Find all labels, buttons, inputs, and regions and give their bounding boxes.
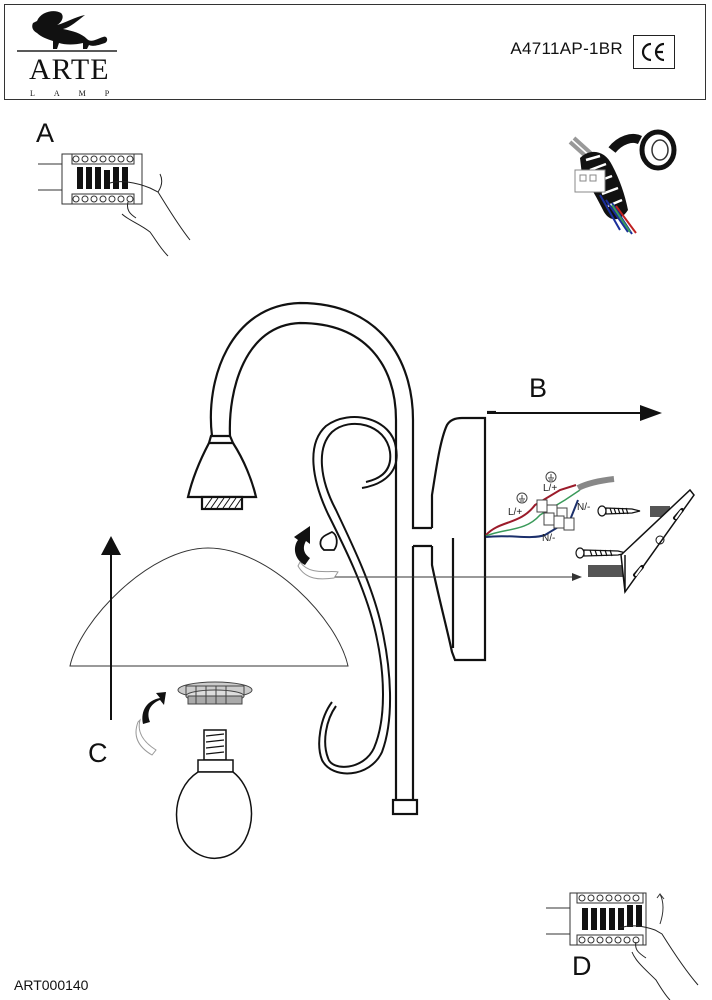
- screw-icon-2: [575, 547, 627, 559]
- article-code: ART000140: [14, 977, 89, 993]
- brand-subtitle: LAMP: [30, 89, 129, 98]
- ce-icon: [641, 42, 665, 62]
- guide-arrow-icon: [332, 573, 582, 581]
- earth-symbol-icon: [516, 471, 557, 504]
- wall-lamp-body-icon: [186, 301, 496, 816]
- ce-mark: [633, 35, 675, 69]
- terminal-block-icon: L/+ L/+ N/- N/-: [485, 471, 615, 544]
- wire-label-neutral-2: N/-: [542, 533, 555, 544]
- direction-arrow-b-icon: [487, 405, 662, 421]
- step-label-a: A: [36, 118, 55, 148]
- step-label-d: D: [572, 951, 592, 981]
- wire-label-live-1: L/+: [543, 483, 557, 494]
- step-label-c: C: [88, 738, 108, 768]
- insulating-tape-icon: [568, 129, 677, 235]
- breaker-panel-a-icon: [38, 153, 191, 257]
- light-bulb-icon: [175, 729, 253, 859]
- document-header: ARTE LAMP A4711AP-1BR: [4, 4, 706, 100]
- glass-shade-icon: [69, 536, 349, 720]
- brand-name: ARTE: [29, 53, 110, 86]
- rotate-arrow-c-icon: [135, 692, 166, 756]
- rotate-arrow-icon: [294, 526, 339, 580]
- model-number: A4711AP-1BR: [510, 39, 623, 58]
- arte-lamp-logo: ARTE LAMP: [15, 9, 119, 101]
- breaker-panel-d-icon: [546, 892, 699, 1000]
- wire-label-live-2: L/+: [508, 507, 522, 518]
- ring-nut-icon: [177, 681, 253, 705]
- step-label-b: B: [529, 373, 548, 403]
- mounting-bracket-icon: [575, 488, 695, 595]
- screw-icon: [597, 505, 641, 517]
- winged-lion-icon: [17, 11, 117, 52]
- wire-label-neutral-1: N/-: [577, 502, 590, 513]
